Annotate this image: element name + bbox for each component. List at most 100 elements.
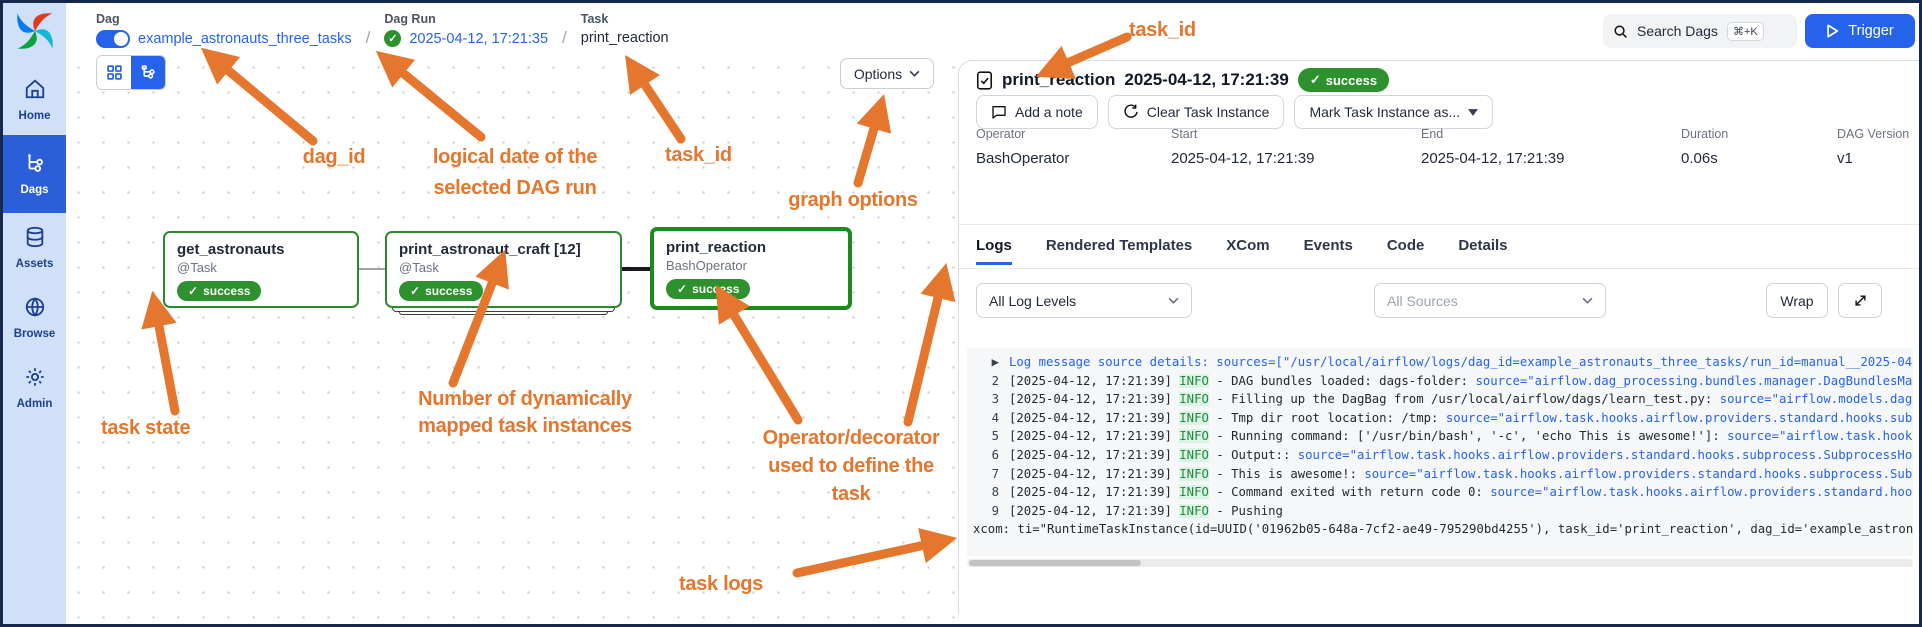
log-text: INFO: [1179, 466, 1209, 481]
add-note-button[interactable]: Add a note: [976, 95, 1098, 129]
mark-task-instance-as-button[interactable]: Mark Task Instance as...: [1294, 95, 1494, 129]
task-node-print-astronaut-craft[interactable]: print_astronaut_craft [12] @Task ✓ succe…: [385, 231, 622, 308]
tab-code[interactable]: Code: [1386, 237, 1425, 254]
task-node-subtitle: @Task: [177, 260, 217, 275]
dag-pause-toggle[interactable]: [96, 30, 130, 48]
log-text: [2025-04-12, 17:21:39]: [1009, 429, 1180, 444]
tab-xcom[interactable]: XCom: [1226, 237, 1270, 254]
breadcrumb-task-label: Task: [580, 12, 609, 26]
task-node-print-reaction[interactable]: print_reaction BashOperator ✓ success: [650, 227, 852, 310]
tab-details[interactable]: Details: [1458, 237, 1508, 254]
graph-region: Dag example_astronauts_three_tasks / Dag…: [66, 3, 958, 624]
note-bubble-icon: [992, 106, 1006, 119]
breadcrumb-dag-link[interactable]: example_astronauts_three_tasks: [138, 31, 352, 47]
home-icon: [24, 78, 46, 105]
view-toggle: [96, 55, 166, 90]
graph-options-button[interactable]: Options: [840, 58, 934, 89]
sidebar-nav: Home Dags Assets Browse: [3, 65, 66, 423]
sidebar-item-dags[interactable]: Dags: [3, 135, 66, 213]
meta-value-start: 2025-04-12, 17:21:39: [1171, 150, 1315, 167]
log-line-number: 9: [991, 503, 999, 518]
task-panel-tabs: Logs Rendered Templates XCom Events Code…: [976, 237, 1508, 265]
log-text: INFO: [1179, 373, 1209, 388]
log-text: - Tmp dir root location: /tmp:: [1208, 410, 1446, 425]
log-text: INFO: [1179, 503, 1209, 518]
meta-value-operator: BashOperator: [976, 150, 1070, 167]
log-text: [2025-04-12, 17:21:39]: [1009, 373, 1180, 388]
log-text: - Filling up the DagBag from /usr/local/…: [1208, 392, 1720, 407]
edge-2-3: [622, 267, 650, 271]
log-lines[interactable]: ▶Log message source details: sources=["/…: [967, 348, 1913, 556]
graph-canvas[interactable]: [66, 55, 958, 624]
edge-1-2: [359, 268, 386, 270]
log-text: - Pushing: [1208, 503, 1283, 518]
clear-task-instance-button[interactable]: Clear Task Instance: [1107, 95, 1285, 129]
trigger-button[interactable]: Trigger: [1805, 14, 1915, 48]
log-line: 9 [2025-04-12, 17:21:39] INFO - Pushing: [973, 502, 1907, 521]
sidebar-item-label: Dags: [20, 184, 49, 196]
meta-label: Start: [1171, 127, 1198, 141]
graph-view-button[interactable]: [131, 56, 165, 89]
sidebar-item-admin[interactable]: Admin: [3, 353, 66, 423]
wrap-button[interactable]: Wrap: [1766, 283, 1828, 318]
log-source-link[interactable]: source="airflow.task.hooks.airflow.provi…: [1490, 485, 1913, 500]
log-text: INFO: [1179, 485, 1209, 500]
tab-events[interactable]: Events: [1303, 237, 1353, 254]
meta-label: Operator: [976, 127, 1026, 141]
log-source-link[interactable]: source="airflow.dag_processing.bundles.m…: [1475, 373, 1913, 388]
search-icon: [1614, 24, 1627, 38]
log-text: [2025-04-12, 17:21:39]: [1009, 485, 1180, 500]
log-line: 6[2025-04-12, 17:21:39] INFO - Output:: …: [973, 446, 1912, 465]
log-text: INFO: [1179, 392, 1209, 407]
log-source-link[interactable]: source="airflow.task.hooks.airflow.provi…: [1364, 466, 1913, 481]
log-sources-select[interactable]: All Sources: [1374, 283, 1606, 318]
log-source-link[interactable]: source="airflow.task.hooks.airflow.provi…: [1445, 410, 1913, 425]
meta-value-end: 2025-04-12, 17:21:39: [1421, 150, 1565, 167]
task-status-badge: ✓ success: [666, 279, 751, 299]
breadcrumb-dagrun-link[interactable]: 2025-04-12, 17:21:35: [409, 30, 549, 47]
tab-rendered-templates[interactable]: Rendered Templates: [1045, 237, 1193, 254]
task-node-get-astronauts[interactable]: get_astronauts @Task ✓ success: [163, 231, 359, 308]
log-line: 3[2025-04-12, 17:21:39] INFO - Filling u…: [973, 390, 1912, 409]
sidebar-item-assets[interactable]: Assets: [3, 213, 66, 283]
log-source-link[interactable]: source="airflow.models.dag: [1719, 392, 1913, 407]
chevron-down-icon: [1168, 297, 1179, 304]
log-levels-select[interactable]: All Log Levels: [976, 283, 1192, 318]
airflow-logo[interactable]: [15, 11, 55, 51]
expand-icon: [1854, 295, 1866, 306]
log-line-number: 3: [991, 392, 999, 407]
tabs-divider: [959, 268, 1919, 269]
globe-icon: [24, 296, 46, 323]
log-line: 5[2025-04-12, 17:21:39] INFO - Running c…: [973, 427, 1912, 446]
fullscreen-button[interactable]: [1838, 283, 1882, 318]
task-status-badge: ✓ success: [177, 281, 262, 301]
sidebar-item-home[interactable]: Home: [3, 65, 66, 135]
log-source-link[interactable]: source="airflow.task.hook: [1727, 429, 1913, 444]
log-text: - Command exited with return code 0:: [1208, 485, 1491, 500]
tab-logs[interactable]: Logs: [976, 237, 1012, 265]
log-line: 2[2025-04-12, 17:21:39] INFO - DAG bundl…: [973, 372, 1912, 391]
task-action-buttons: Add a note Clear Task Instance Mark Task…: [976, 95, 1494, 129]
chevron-down-icon: [909, 70, 920, 77]
scrollbar-thumb[interactable]: [969, 560, 1141, 566]
mapped-task-stack: [399, 312, 608, 315]
log-line: ▶Log message source details: sources=["/…: [973, 353, 1913, 372]
search-dags-box[interactable]: Search Dags ⌘+K: [1603, 14, 1797, 48]
log-line: xcom: ti="RuntimeTaskInstance(id=UUID('0…: [973, 520, 1913, 539]
task-node-title: get_astronauts: [177, 241, 285, 258]
task-node-title: print_astronaut_craft [12]: [399, 241, 581, 258]
meta-value-dag-version: v1: [1837, 150, 1853, 167]
log-text: [2025-04-12, 17:21:39]: [1009, 503, 1180, 518]
sidebar-item-browse[interactable]: Browse: [3, 283, 66, 353]
log-source-link[interactable]: Log message source details: sources=["/u…: [1009, 355, 1913, 369]
grid-view-button[interactable]: [97, 56, 131, 89]
log-source-link[interactable]: source="airflow.task.hooks.airflow.provi…: [1297, 447, 1913, 462]
refresh-icon: [1124, 104, 1138, 118]
log-horizontal-scrollbar[interactable]: [967, 559, 1913, 567]
breadcrumb-separator: /: [562, 28, 567, 47]
search-shortcut-badge: ⌘+K: [1726, 21, 1764, 41]
log-line-number: 2: [991, 373, 999, 388]
log-text: xcom: ti="RuntimeTaskInstance(id=UUID('0…: [973, 522, 1913, 537]
log-text: [2025-04-12, 17:21:39]: [1009, 410, 1180, 425]
log-text: - Output::: [1208, 447, 1298, 462]
